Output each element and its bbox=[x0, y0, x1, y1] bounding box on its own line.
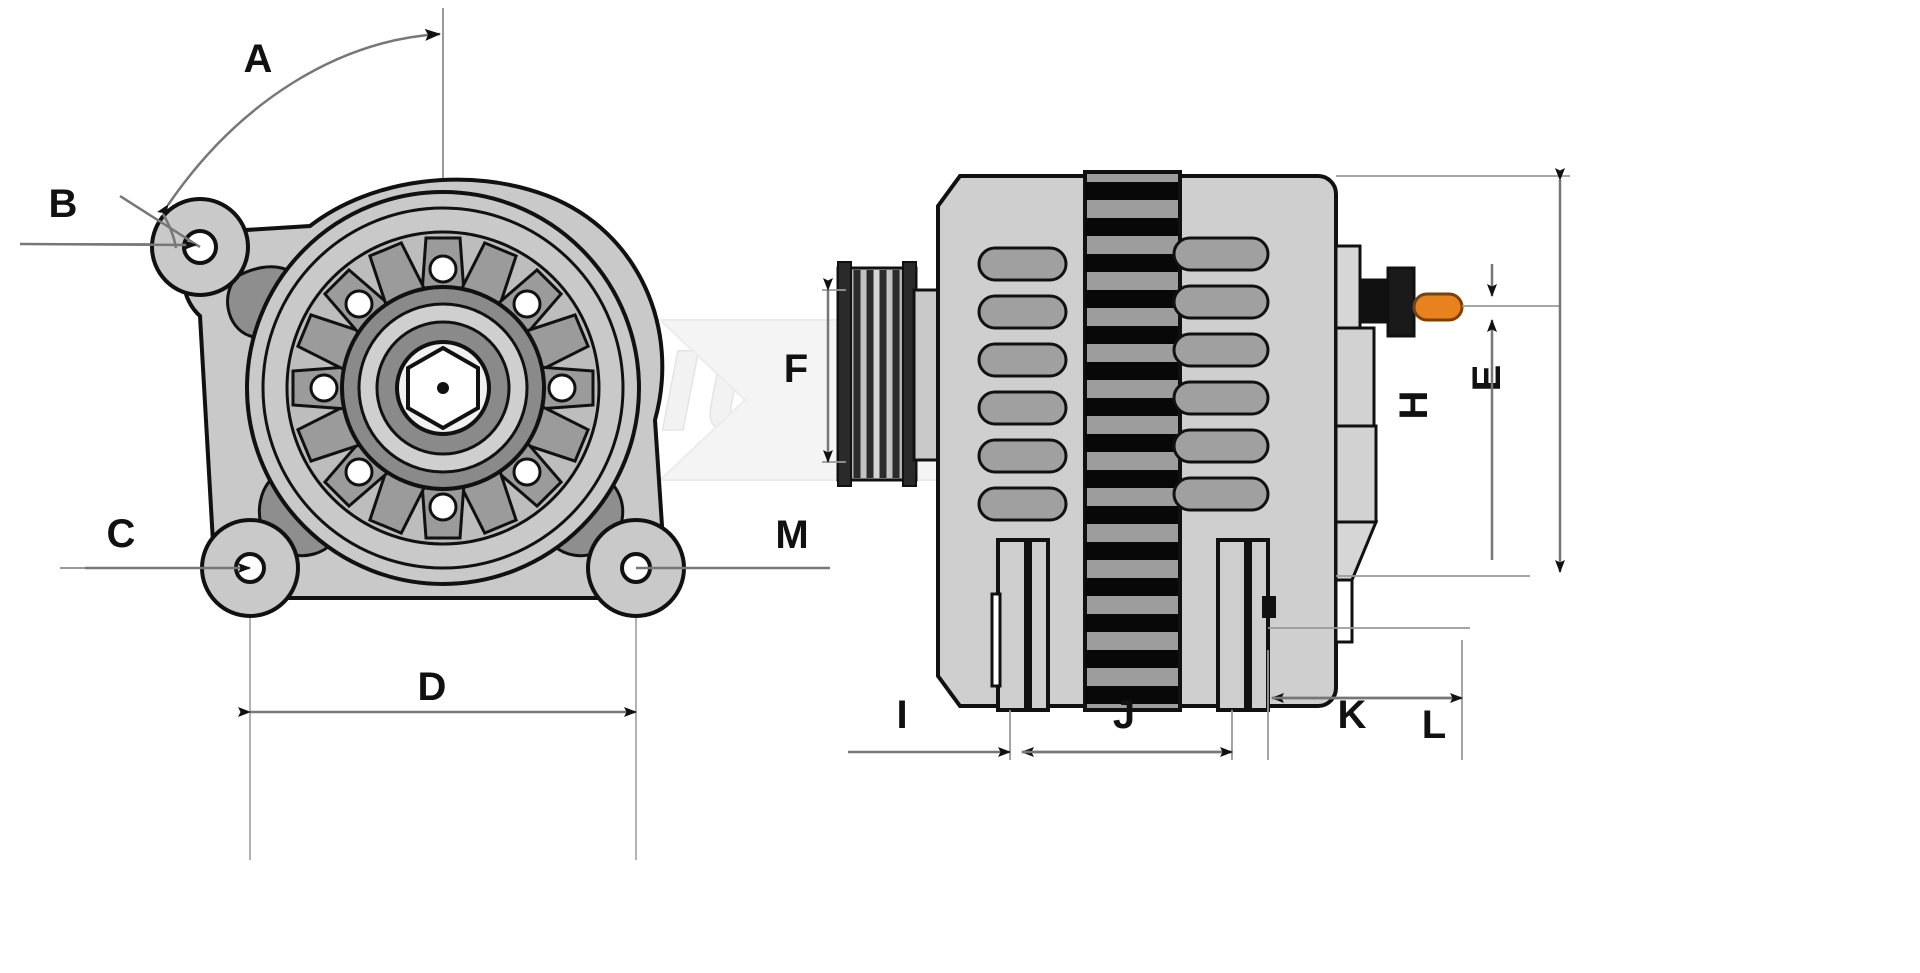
dimension-J: J bbox=[1021, 693, 1233, 757]
dimension-I-label: I bbox=[896, 693, 907, 737]
dimension-M-label: M bbox=[775, 513, 808, 557]
terminal-taper bbox=[1334, 520, 1379, 582]
side-view: F E H I J K bbox=[784, 168, 1570, 760]
front-shaft-centre-dot bbox=[437, 382, 449, 394]
terminal-upper-boss bbox=[1334, 244, 1362, 330]
dimension-J-label: J bbox=[1113, 693, 1135, 737]
terminal-post-orange bbox=[1412, 292, 1464, 322]
side-mounting-feet bbox=[990, 538, 1276, 712]
side-pulley-grooves bbox=[853, 270, 900, 478]
dimension-B-arc bbox=[161, 213, 178, 249]
side-pulley bbox=[836, 261, 940, 487]
side-foot-right-leg-b bbox=[1248, 538, 1270, 712]
dimension-H-label: H bbox=[1392, 391, 1436, 420]
side-foot-right-tab bbox=[1262, 596, 1276, 618]
dimension-K-label: K bbox=[1338, 693, 1367, 737]
front-view: A B C M D bbox=[19, 8, 830, 860]
dimension-B-leader bbox=[119, 194, 201, 249]
side-foot-left-leg bbox=[996, 538, 1028, 712]
dimension-H: H bbox=[1392, 264, 1497, 560]
dimension-I: I bbox=[848, 693, 1011, 757]
dimension-F: F bbox=[784, 278, 833, 463]
dimension-D: D bbox=[238, 665, 637, 717]
dimension-A: A bbox=[157, 28, 441, 218]
side-pulley-boss bbox=[912, 288, 940, 462]
dimension-M: M bbox=[636, 513, 830, 570]
dimension-C-label: C bbox=[107, 512, 136, 556]
side-foot-right-leg bbox=[1216, 538, 1248, 712]
dimension-E-label: E bbox=[1465, 365, 1509, 392]
side-terminal-assembly bbox=[1334, 244, 1464, 644]
dimension-L: L bbox=[1422, 703, 1446, 747]
terminal-stub bbox=[1334, 578, 1354, 644]
dimension-A-label: A bbox=[244, 37, 273, 81]
dimension-B-baseline bbox=[19, 239, 197, 250]
dimension-K: K bbox=[1271, 693, 1463, 737]
side-extension-lines bbox=[822, 175, 1570, 760]
side-pulley-flange-left bbox=[837, 261, 852, 487]
side-rear-vents bbox=[1172, 236, 1270, 512]
side-drive-end-vents bbox=[977, 246, 1068, 522]
terminal-connector-shell bbox=[1358, 278, 1390, 324]
dimension-B: B bbox=[19, 182, 201, 250]
side-foot-left-slot bbox=[990, 592, 1002, 688]
dimension-F-label: F bbox=[784, 347, 808, 391]
dimension-L-label: L bbox=[1422, 703, 1446, 747]
front-round-hole-ring bbox=[309, 254, 577, 522]
side-foot-left-leg-b bbox=[1028, 538, 1050, 712]
terminal-mid-block bbox=[1334, 326, 1376, 428]
dimension-C: C bbox=[85, 512, 251, 573]
terminal-connector-body bbox=[1386, 266, 1416, 338]
dimension-E: E bbox=[1465, 168, 1565, 573]
dimension-B-label: B bbox=[49, 182, 78, 226]
dimension-D-label: D bbox=[418, 665, 447, 709]
side-stator-laminations bbox=[1085, 182, 1180, 704]
dimension-A-arc bbox=[157, 28, 441, 218]
terminal-lower-block bbox=[1334, 424, 1378, 524]
